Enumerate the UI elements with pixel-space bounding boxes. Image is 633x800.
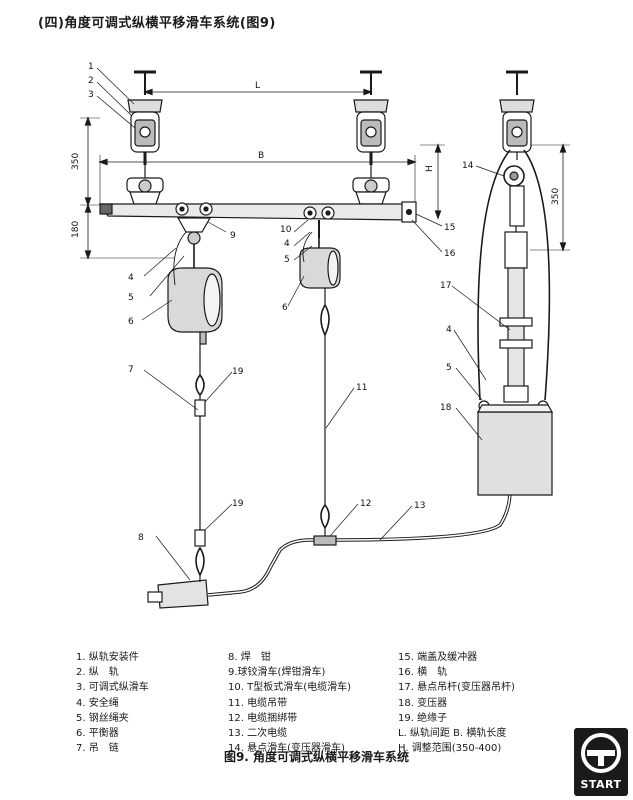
callout-2: 2 <box>88 76 94 86</box>
legend-item: H. 调整范围(350-400) <box>398 743 502 755</box>
middle-balancer <box>299 238 341 305</box>
legend-item: 3. 可调式纵滑车 <box>76 682 149 694</box>
legend-item: 15. 端盖及缓冲器 <box>398 652 478 663</box>
legend-item: 11. 电缆吊带 <box>228 697 288 709</box>
legend-item: 12. 电缆捆绑带 <box>228 712 298 724</box>
callout-3: 3 <box>88 90 94 100</box>
crane-system-drawing: L B 350 180 H <box>71 62 570 609</box>
dim-350-left: 350 <box>71 153 81 170</box>
legend-item: 16. 横 轨 <box>398 667 448 679</box>
callout-11: 11 <box>356 383 367 393</box>
dim-H-label: H <box>425 165 435 172</box>
dim-B-label: B <box>258 151 264 161</box>
callout-4-mid: 4 <box>284 239 290 249</box>
callout-12: 12 <box>360 499 371 509</box>
legend-item: 8. 焊 钳 <box>228 652 271 663</box>
legend-item: 19. 绝缘子 <box>398 712 448 724</box>
legend-column-3: 15. 端盖及缓冲器 16. 横 轨 17. 悬点吊杆(变压器吊杆) 18. 变… <box>398 650 515 756</box>
t-plate-trolley <box>303 206 335 238</box>
left-rail-mount <box>127 70 163 165</box>
callout-1: 1 <box>88 62 94 72</box>
callout-19-lower: 19 <box>232 499 244 509</box>
callout-5-mid: 5 <box>284 255 290 265</box>
dimension-H <box>420 143 445 220</box>
legend-item: 9.球铰滑车(焊钳滑车) <box>228 667 326 679</box>
callout-17: 17 <box>440 281 451 291</box>
legend-item: L. 纵轨间距 B. 横轨长度 <box>398 727 507 739</box>
callout-10: 10 <box>280 225 292 235</box>
callout-6-left: 6 <box>128 317 134 327</box>
right-suspension-frame <box>477 149 551 412</box>
legend-item: 6. 平衡器 <box>76 727 119 739</box>
middle-safety-rope <box>302 231 313 263</box>
callout-9: 9 <box>230 231 236 241</box>
dimension-B <box>98 155 417 205</box>
legend-item: 5. 钢丝绳夹 <box>76 712 129 724</box>
callout-19-upper: 19 <box>232 367 244 377</box>
legend-column-2: 8. 焊 钳 9.球铰滑车(焊钳滑车) 10. T型板式滑车(电缆滑车) 11.… <box>228 650 351 756</box>
legend-item: 10. T型板式滑车(电缆滑车) <box>228 682 351 694</box>
callout-5-right: 5 <box>446 363 452 373</box>
logo-text: START <box>580 778 622 791</box>
start-logo: START <box>574 728 628 796</box>
legend-item: 2. 纵 轨 <box>76 667 119 679</box>
callout-5-left: 5 <box>128 293 134 303</box>
figure-caption: 图9. 角度可调式纵横平移滑车系统 <box>223 750 410 764</box>
callout-15: 15 <box>444 223 455 233</box>
left-balancer <box>167 244 223 375</box>
cable-strap <box>313 535 337 546</box>
callout-6-mid: 6 <box>282 303 288 313</box>
middle-trolley <box>352 165 390 205</box>
callout-8: 8 <box>138 533 144 543</box>
secondary-cable <box>207 489 512 597</box>
callout-4-left: 4 <box>128 273 134 283</box>
dim-180-left: 180 <box>71 221 81 238</box>
callout-4-right: 4 <box>446 325 452 335</box>
legend-item: 17. 悬点吊杆(变压器吊杆) <box>398 682 515 694</box>
cable-hanger <box>320 303 330 542</box>
welding-clamp <box>147 575 209 609</box>
dimension-right-vertical <box>530 143 570 252</box>
dimension-L <box>143 88 373 96</box>
dim-350-right: 350 <box>551 188 561 205</box>
left-safety-rope <box>173 231 187 286</box>
dim-L-label: L <box>255 81 260 91</box>
left-trolley <box>126 165 164 205</box>
legend-item: 14. 悬点滑车(变压器滑车) <box>228 743 345 755</box>
legend-item: 13. 二次电缆 <box>228 727 288 739</box>
start-logo-icon <box>581 733 621 773</box>
callout-7: 7 <box>128 365 134 375</box>
callout-13: 13 <box>414 501 425 511</box>
figure-title: (四)角度可调式纵横平移滑车系统(图9) <box>38 16 276 31</box>
legend-item: 18. 变压器 <box>398 697 448 709</box>
callout-labels: 1 2 3 4 5 6 7 8 9 10 4 5 6 11 12 13 14 1… <box>88 62 474 543</box>
secondary-cable-inner <box>207 489 511 596</box>
right-rail-mount <box>499 70 535 153</box>
legend-column-1: 1. 纵轨安装件 2. 纵 轨 3. 可调式纵滑车 4. 安全绳 5. 钢丝绳夹… <box>76 650 149 756</box>
ball-joint-trolley <box>175 202 213 245</box>
legend-item: 1. 纵轨安装件 <box>76 652 139 663</box>
callout-18: 18 <box>440 403 452 413</box>
cross-rail <box>98 201 417 223</box>
transformer <box>476 404 554 496</box>
legend-item: 4. 安全绳 <box>76 697 119 709</box>
middle-rail-mount <box>353 70 389 165</box>
legend-item: 7. 吊 链 <box>76 743 119 755</box>
left-hanging-chain <box>194 373 206 577</box>
callout-14: 14 <box>462 161 474 171</box>
callout-leaders <box>96 67 511 581</box>
callout-16: 16 <box>444 249 456 259</box>
